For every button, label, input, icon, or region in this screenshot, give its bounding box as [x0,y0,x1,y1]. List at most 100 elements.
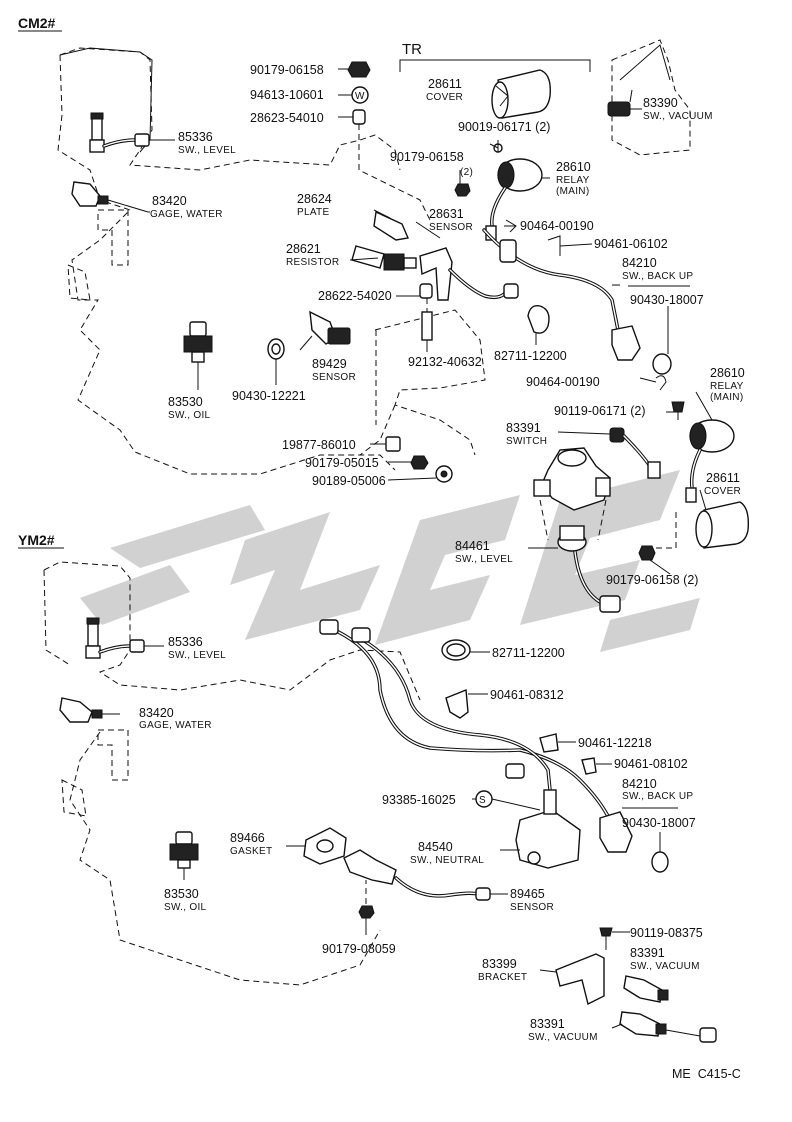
section-cm2: CM2# [18,15,62,32]
cm2-28622-part [396,283,433,299]
cm2-84461-part [557,525,621,613]
label-ym2-83420-desc: GAGE, WATER [139,720,212,731]
label-cm2-90461-06102: 90461-06102 [594,237,668,251]
label-cm2-90179-06158: 90179-06158 [250,63,324,77]
label-cm2-90430-18007: 90430-18007 [630,293,704,307]
ym2-83420-part [59,697,120,723]
label-cm2-28631-num: 28631 [429,207,464,221]
label-ym2-83391-b-num: 83391 [530,1017,565,1031]
cm2-backup-switch-part [482,219,672,375]
cm2-washer-12221 [267,338,285,385]
cm2-plate-part [373,209,409,241]
ym2-vacuum-switch-a-part [623,975,669,1003]
label-cm2-28621-desc: RESISTOR [286,257,339,268]
label-cm2-83391-num: 83391 [506,421,541,435]
label-cm2-28610-desc2: (MAIN) [556,186,589,197]
label-cm2-83530-num: 83530 [168,395,203,409]
cm2-relay-b-part [671,401,735,503]
label-ym2-83399-num: 83399 [482,957,517,971]
label-cm2-94613-10601: 94613-10601 [250,88,324,102]
label-cm2-90179-06158-b: 90179-06158 (2) [606,573,698,587]
label-ym2-93385-16025: 93385-16025 [382,793,456,807]
label-cm2-82711-12200: 82711-12200 [494,349,567,363]
label-cm2-28610-b-desc2: (MAIN) [710,392,743,403]
ym2-engine-outline [43,561,421,986]
label-cm2-28621-num: 28621 [286,242,321,256]
section-tr: TR [399,41,591,72]
label-cm2-83420-num: 83420 [152,194,187,208]
cm2-83420-part [71,181,149,213]
cm2-83390-part [607,39,691,156]
label-cm2-28623-54010: 28623-54010 [250,111,324,125]
cm2-90189-part [435,465,453,483]
label-ym2-83530-desc: SW., OIL [164,902,207,913]
section-cm2-title: CM2# [18,15,56,31]
label-cm2-28631-desc: SENSOR [429,222,473,233]
cm2-small-nut [454,183,471,197]
cm2-90179-05015-part [410,455,429,470]
label-cm2-90179-05015: 90179-05015 [305,456,379,470]
cm2-level-tank-part [533,447,611,541]
label-cm2-28611-desc: COVER [426,92,463,103]
cm2-89429-part [309,310,351,345]
label-ym2-89465-num: 89465 [510,887,545,901]
label-cm2-90464-00190: 90464-00190 [520,219,594,233]
label-cm2-28624-num: 28624 [297,192,332,206]
label-cm2-28610-desc: RELAY [556,175,590,186]
cm2-cover-tr [491,69,551,119]
label-cm2-84210-num: 84210 [622,256,657,270]
label-ym2-89466-desc: GASKET [230,846,272,857]
ym2-clip-12218 [539,733,576,753]
label-ym2-84210-num: 84210 [622,777,657,791]
label-ym2-84540-num: 84540 [418,840,453,854]
label-cm2-28610-num: 28610 [556,160,591,174]
label-cm2-84461-num: 84461 [455,539,490,553]
label-cm2-84461-desc: SW., LEVEL [455,554,513,565]
label-ym2-84540-desc: SW., NEUTRAL [410,855,484,866]
cm2-resistor-part [351,245,417,271]
ym2-sensor-89465-part [343,849,508,901]
svg-text:S: S [479,795,486,806]
ym2-vacuum-switch-b-part [611,1011,717,1043]
ym2-clip-08102 [581,757,612,775]
cm2-nut-b [638,510,677,561]
cm2-washer-w-icon: W [338,86,369,104]
cm2-19877-part [385,436,401,452]
cm2-leaders [148,89,713,575]
section-tr-title: TR [402,41,422,58]
label-cm2-28611-num: 28611 [428,77,462,91]
label-ym2-90461-08102: 90461-08102 [614,757,688,771]
label-ym2-85336-desc: SW., LEVEL [168,650,226,661]
label-cm2-28622-54020: 28622-54020 [318,289,392,303]
label-cm2-19877-86010: 19877-86010 [282,438,356,452]
label-cm2-83390-num: 83390 [643,96,678,110]
label-cm2-83420-desc: GAGE, WATER [150,209,223,220]
label-cm2-28610-b-desc: RELAY [710,381,744,392]
cm2-83391-switch-part [609,427,661,479]
label-cm2-90430-12221: 90430-12221 [232,389,306,403]
section-ym2-title: YM2# [18,532,55,548]
label-cm2-28624-desc: PLATE [297,207,329,218]
cm2-cap-icon [338,109,366,125]
label-ym2-83391-a-desc: SW., VACUUM [630,961,700,972]
label-cm2-90179-06158-2-num: 90179-06158 [390,150,464,164]
cm2-bolt-92132 [421,311,433,352]
label-cm2-28610-b-num: 28610 [710,366,745,380]
label-cm2-89429-desc: SENSOR [312,372,356,383]
label-ym2-90461-12218: 90461-12218 [578,736,652,750]
label-cm2-90119-06171: 90119-06171 (2) [554,404,646,418]
label-ym2-85336-num: 85336 [168,635,203,649]
label-cm2-83391-desc: SWITCH [506,436,547,447]
label-cm2-90189-05006: 90189-05006 [312,474,386,488]
label-cm2-28611-b-num: 28611 [706,471,740,485]
cm2-clamp-82711 [527,305,550,345]
ym2-harness [319,619,612,822]
ym2-level-switch-part [85,617,164,659]
label-cm2-83390-desc: SW., VACUUM [643,111,713,122]
label-ym2-89466-num: 89466 [230,831,265,845]
label-cm2-28611-b-desc: COVER [704,486,741,497]
ym2-bracket-08312 [445,689,488,719]
label-ym2-90119-08375: 90119-08375 [630,926,703,940]
cm2-nut-icon [338,61,371,78]
label-ym2-83391-a-num: 83391 [630,946,665,960]
